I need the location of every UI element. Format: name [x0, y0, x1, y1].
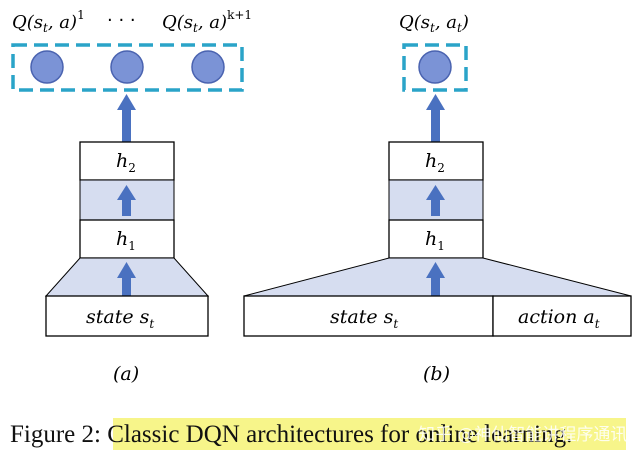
panel-b-h2-label: h2: [425, 150, 445, 175]
panel-a-arrow-top: [117, 94, 136, 142]
panel-a-h1-label: h1: [116, 228, 136, 253]
panel-b-output-label: Q(st, at): [399, 12, 469, 35]
caption-highlight: [113, 418, 626, 450]
watermark: 知乎 @神仙智能讲程序通讯: [418, 425, 627, 445]
panel-b-arrow-top: [426, 94, 445, 142]
panel-a-arrow-bottom: [117, 262, 136, 296]
caption-prefix: Figure 2:: [10, 421, 107, 448]
panel-b-input-action-label: action at: [518, 306, 600, 331]
panel-a-input-label: state st: [86, 306, 154, 331]
panel-a-output-node-2: [110, 50, 144, 84]
panel-a-output-node-1: [30, 50, 64, 84]
panel-a: Q(st, a)1 · · · Q(st, a)k+1 h2 h1: [11, 8, 252, 385]
panel-a-output-node-3: [191, 50, 225, 84]
panel-b: Q(st, at) h2 h1 state st action at (b): [243, 12, 632, 385]
panel-a-arrow-middle: [117, 185, 136, 216]
caption-highlighted: Classic DQN architectures for online lea…: [107, 421, 572, 448]
panel-a-input-box: [45, 295, 209, 337]
panel-a-label: (a): [113, 363, 139, 385]
panel-b-input-action-box: [492, 295, 632, 337]
panel-b-input-state-box: [243, 295, 494, 337]
panel-a-ellipsis: · · ·: [107, 10, 136, 31]
panel-b-output-container: [402, 43, 468, 92]
panel-a-output-container: [11, 43, 244, 92]
panel-b-output-node: [418, 50, 452, 84]
panel-a-h2-label: h2: [116, 150, 136, 175]
caption-text: Figure 2: Classic DQN architectures for …: [10, 421, 572, 448]
panel-b-arrow-middle: [426, 185, 445, 216]
panel-b-h2-box: [388, 141, 484, 181]
panel-a-output-last-label: Q(st, a)k+1: [162, 8, 252, 35]
panel-a-h1-box: [79, 219, 175, 259]
panel-b-h1-label: h1: [425, 228, 445, 253]
panel-b-input-state-label: state st: [330, 306, 398, 331]
panel-b-label: (b): [423, 363, 450, 385]
panel-a-output-first-label: Q(st, a)1: [12, 8, 85, 35]
panel-b-arrow-bottom: [426, 262, 445, 296]
figure-caption: Figure 2: Classic DQN architectures for …: [10, 418, 627, 450]
